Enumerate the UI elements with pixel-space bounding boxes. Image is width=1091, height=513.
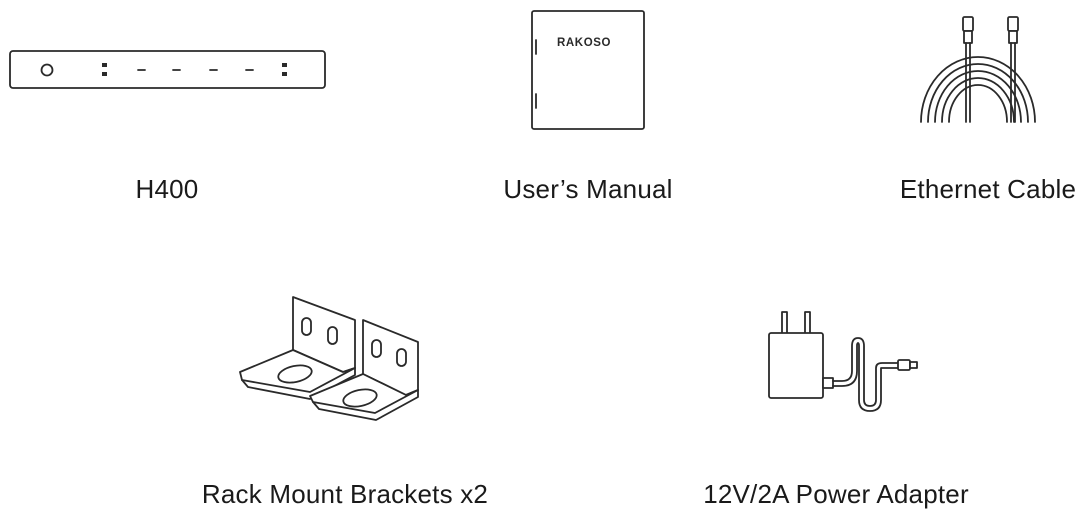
users-manual-label: User’s Manual <box>503 174 673 204</box>
ethernet-cable-label: Ethernet Cable <box>899 174 1077 204</box>
manual-booklet-illustration <box>531 10 645 130</box>
rack-brackets-illustration <box>239 296 419 421</box>
manual-brand-text: RAKOSO <box>557 37 612 49</box>
power-adapter-illustration <box>768 311 918 412</box>
rack-brackets-label: Rack Mount Brackets x2 <box>201 479 489 509</box>
h400-label: H400 <box>135 174 199 204</box>
h400-device-illustration <box>9 50 326 89</box>
power-adapter-label: 12V/2A Power Adapter <box>703 479 969 509</box>
ethernet-cable-illustration <box>920 16 1036 123</box>
